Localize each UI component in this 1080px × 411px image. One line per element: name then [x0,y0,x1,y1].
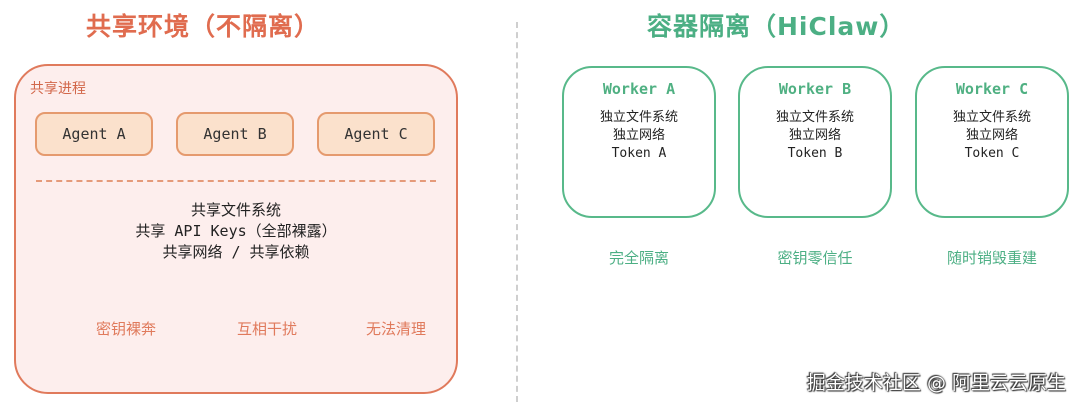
worker-c-filesystem: 独立文件系统 [952,110,1031,125]
worker-b-network: 独立网络 [788,128,841,143]
worker-c-title: Worker C [955,80,1029,98]
worker-a-token: Token A [611,146,667,161]
worker-a-resources: 独立文件系统 独立网络 Token A [564,109,714,163]
container-isolation-title: 容器隔离（HiClaw） [647,12,906,41]
agent-b-box: Agent B [176,112,294,156]
risk-no-cleanup: 无法清理 [366,320,427,338]
worker-b-token: Token B [787,146,843,161]
agent-a-box: Agent A [35,112,153,156]
worker-a-container: Worker A 独立文件系统 独立网络 Token A [562,66,716,218]
section-divider [516,22,518,402]
shared-resources-list: 共享文件系统 共享 API Keys（全部裸露） 共享网络 / 共享依赖 [36,200,436,263]
worker-a-network: 独立网络 [612,128,665,143]
source-watermark: 掘金技术社区 @ 阿里云云原生 [806,372,1066,394]
benefit-full-isolation: 完全隔离 [608,249,669,267]
benefit-zero-trust-keys: 密钥零信任 [777,249,853,267]
worker-b-resources: 独立文件系统 独立网络 Token B [740,109,890,163]
worker-b-title: Worker B [778,80,852,98]
risk-interference: 互相干扰 [237,320,298,338]
worker-b-container: Worker B 独立文件系统 独立网络 Token B [738,66,892,218]
benefit-disposable-rebuild: 随时销毁重建 [946,249,1037,267]
shared-network-line: 共享网络 / 共享依赖 [162,243,310,261]
shared-filesystem-line: 共享文件系统 [190,201,281,219]
worker-a-filesystem: 独立文件系统 [599,110,678,125]
worker-c-network: 独立网络 [965,128,1018,143]
worker-c-token: Token C [964,146,1020,161]
shared-api-keys-line: 共享 API Keys（全部裸露） [135,222,337,240]
worker-b-filesystem: 独立文件系统 [775,110,854,125]
worker-c-resources: 独立文件系统 独立网络 Token C [917,109,1067,163]
shared-dashed-separator [36,180,436,182]
worker-c-container: Worker C 独立文件系统 独立网络 Token C [915,66,1069,218]
risk-keys-exposed: 密钥裸奔 [96,320,157,338]
worker-a-title: Worker A [602,80,676,98]
agent-c-box: Agent C [317,112,435,156]
shared-environment-title: 共享环境（不隔离） [86,12,321,41]
shared-process-label: 共享进程 [30,81,86,97]
